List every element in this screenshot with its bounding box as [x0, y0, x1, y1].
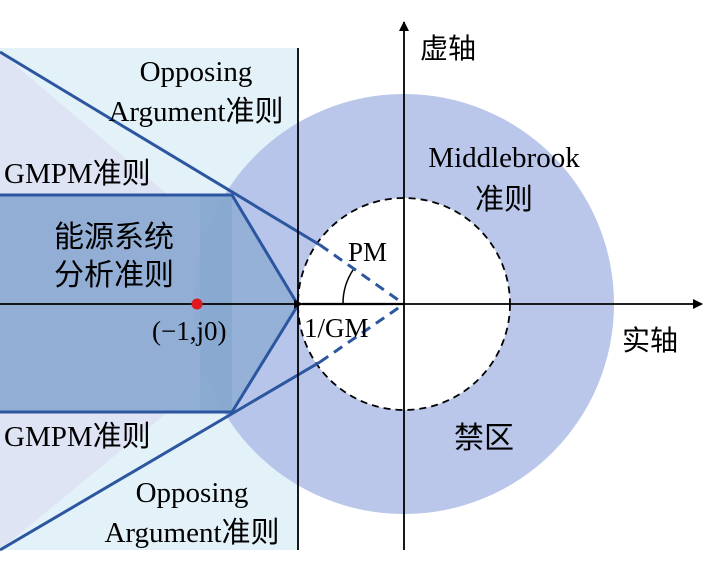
imag-axis-label: 虚轴 — [420, 33, 476, 65]
pm-angle-arc — [342, 269, 354, 305]
gmpm-bottom-label: GMPM准则 — [4, 420, 151, 453]
cone-edge-bottom — [0, 360, 321, 552]
cone-edge-bottom-dashed — [319, 302, 405, 364]
gm-label: 1/GM — [304, 313, 369, 343]
energy-label-line1: 能源系统 — [54, 221, 174, 254]
real-axis-label: 实轴 — [622, 325, 678, 357]
critical-point-label: (−1,j0) — [152, 316, 226, 346]
opposing-bottom-line1: Opposing — [136, 477, 249, 509]
opposing-bottom-line2: Argument准则 — [104, 516, 279, 549]
gmpm-boundary-top — [0, 193, 300, 306]
energy-label-line2: 分析准则 — [54, 259, 174, 292]
middlebrook-label-line2: 准则 — [475, 183, 533, 216]
pm-label: PM — [348, 237, 387, 267]
cone-edge-top — [0, 50, 321, 247]
critical-point-marker — [191, 298, 203, 310]
middlebrook-label-line1: Middlebrook — [428, 142, 580, 174]
opposing-top-line2: Argument准则 — [108, 95, 283, 128]
opposing-top-line1: Opposing — [140, 56, 253, 88]
cone-edge-top-dashed — [319, 243, 405, 306]
forbidden-zone-label: 禁区 — [454, 422, 514, 455]
gmpm-top-label: GMPM准则 — [4, 157, 151, 190]
